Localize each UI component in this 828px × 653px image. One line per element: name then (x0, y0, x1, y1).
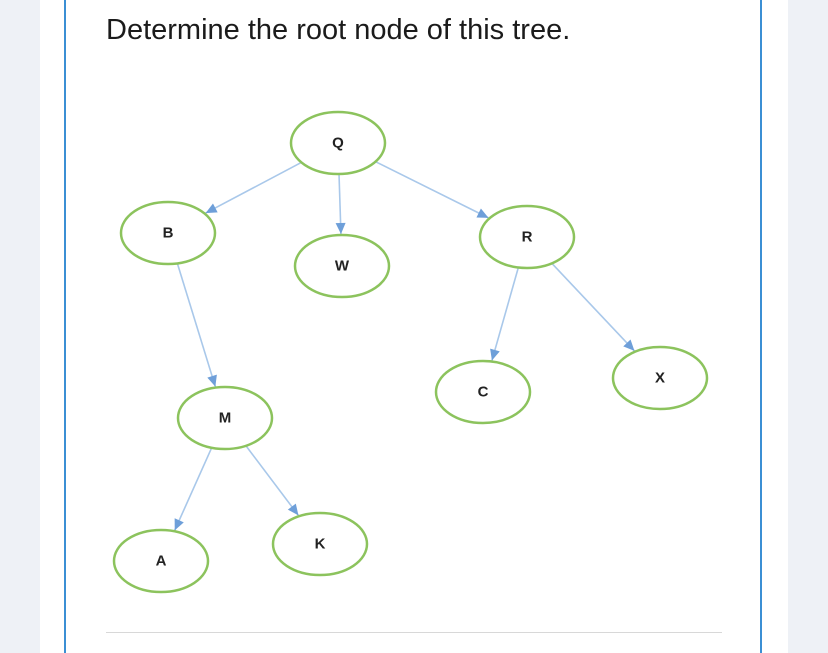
node-label: B (163, 225, 174, 242)
edge-r-x (551, 262, 636, 352)
node-label: K (315, 536, 326, 553)
tree-node-k: K (271, 511, 369, 577)
edge-m-k (245, 445, 300, 516)
tree-node-q: Q (289, 110, 387, 176)
tree-node-x: X (611, 345, 709, 411)
node-ellipse (119, 200, 217, 266)
edge-q-b (205, 161, 302, 214)
divider (106, 632, 722, 633)
node-ellipse (112, 528, 210, 594)
node-label: Q (332, 135, 344, 152)
node-ellipse (271, 511, 369, 577)
question-text: Determine the root node of this tree. (106, 14, 571, 46)
edge-r-c (491, 267, 520, 361)
arrowhead-m-a (174, 518, 184, 531)
arrowhead-b-m (207, 374, 217, 387)
arrowhead-q-w (335, 222, 346, 235)
arrowhead-q-b (205, 203, 218, 214)
edge-b-m (176, 263, 217, 387)
tree-node-a: A (112, 528, 210, 594)
edge-m-a (173, 447, 213, 531)
node-label: X (655, 370, 665, 387)
node-label: R (522, 229, 533, 246)
arrowhead-m-k (287, 503, 299, 516)
node-ellipse (611, 345, 709, 411)
node-ellipse (289, 110, 387, 176)
tree-node-c: C (434, 359, 532, 425)
arrowhead-q-r (476, 208, 489, 218)
node-ellipse (293, 233, 391, 299)
tree-node-w: W (293, 233, 391, 299)
nodes-layer: Q B W R M C X A K (112, 110, 709, 594)
edge-q-r (375, 160, 489, 219)
tree-node-m: M (176, 385, 274, 451)
arrowhead-r-x (623, 339, 635, 351)
arrowhead-r-c (490, 348, 500, 361)
node-label: A (156, 553, 167, 570)
node-ellipse (434, 359, 532, 425)
edges-layer (173, 160, 636, 531)
node-label: C (478, 384, 489, 401)
tree-node-b: B (119, 200, 217, 266)
tree-node-r: R (478, 204, 576, 270)
node-label: W (335, 258, 350, 275)
node-label: M (219, 410, 232, 427)
node-ellipse (478, 204, 576, 270)
node-ellipse (176, 385, 274, 451)
